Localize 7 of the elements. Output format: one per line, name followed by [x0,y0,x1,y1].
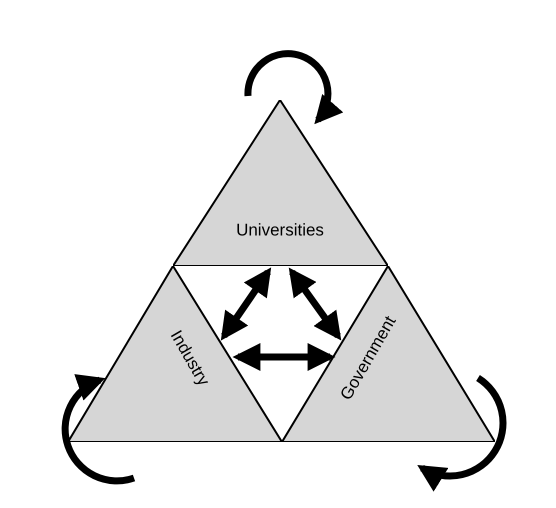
arrow [220,267,272,341]
triangle-label: Universities [236,222,324,238]
arrow [232,343,336,371]
arrow [62,376,135,484]
arrow [417,375,506,491]
arrow [244,50,343,124]
arrow [288,267,342,341]
